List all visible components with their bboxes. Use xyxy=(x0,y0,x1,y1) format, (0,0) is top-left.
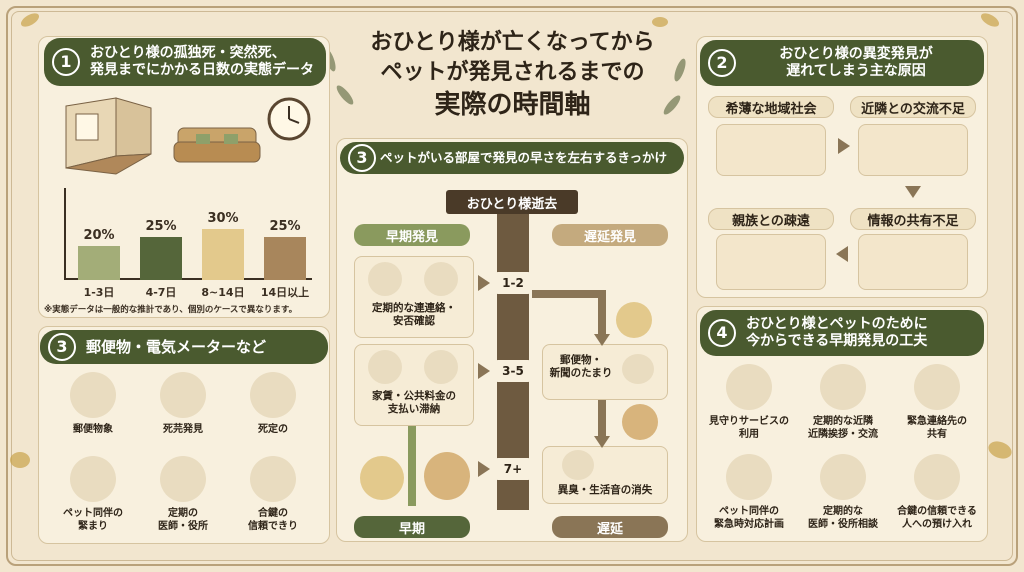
phone-icon xyxy=(368,262,402,296)
outer-frame xyxy=(6,6,1018,566)
map-icon xyxy=(726,454,772,500)
nose-icon xyxy=(562,450,594,480)
call-icon xyxy=(424,262,458,296)
camera-icon xyxy=(726,364,772,410)
cause-label: 情報の共有不足 xyxy=(850,208,976,230)
checklist-icon xyxy=(914,364,960,410)
panel-4-number: 4 xyxy=(708,319,736,347)
chart-x-label: 14日以上 xyxy=(260,286,310,299)
sofa-icon xyxy=(173,127,261,163)
death-label: おひとり様逝去 xyxy=(446,190,578,214)
chart-bar xyxy=(264,237,306,280)
chart-value-label: 25% xyxy=(269,219,301,234)
arrow-down-icon xyxy=(594,334,610,346)
main-title: おひとり様が亡くなってから ペットが発見されるまでの 実際の時間軸 xyxy=(370,30,655,120)
panel-3b-item-label: 定期の 医師・役所 xyxy=(158,508,208,532)
panel-3b-item-label: 合鍵の 信頼できり xyxy=(248,508,298,532)
handshake-icon xyxy=(820,364,866,410)
day-marker: 1-2 xyxy=(494,272,532,294)
chart-bar xyxy=(78,246,120,280)
panel-3b-number: 3 xyxy=(48,333,76,361)
panel-3b-item-label: ペット同伴の 緊まり xyxy=(63,508,123,532)
room-illustration-icon xyxy=(65,97,152,175)
early-discovery-label: 早期発見 xyxy=(354,224,470,246)
late-trigger-label: 郵便物・ 新聞のたまり xyxy=(549,354,613,380)
late-flow-down xyxy=(598,290,606,336)
chart-x-label: 8~14日 xyxy=(201,286,245,299)
early-flow-down xyxy=(408,426,416,506)
early-trigger-label: 定期的な連連絡・ 安否確認 xyxy=(372,302,456,328)
day-marker: 7+ xyxy=(494,458,532,480)
mailbox-icon xyxy=(622,354,654,384)
panel-2-header: 2 おひとり様の異変発見が遅れてしまう主な原因 xyxy=(700,40,984,86)
tip-label: 緊急連絡先の 共有 xyxy=(907,416,967,440)
chart-axis-y xyxy=(64,188,66,280)
panel-3b-item-label: 死定の xyxy=(258,424,288,435)
calendar-icon xyxy=(250,372,296,418)
panel-1-number: 1 xyxy=(52,48,80,76)
lock-icon xyxy=(250,456,296,502)
late-trigger-label: 異臭・生活音の消失 xyxy=(557,484,653,496)
tip-label: 定期的な 医師・役所相談 xyxy=(808,506,878,530)
panel-4-header: 4 おひとり様とペットのために今からできる早期発見の工夫 xyxy=(700,310,984,356)
doctor-icon xyxy=(160,456,206,502)
monitor-cat-icon xyxy=(70,456,116,502)
tip-label: 定期的な近隣 近隣挨拶・交流 xyxy=(808,416,878,440)
arrow-down-icon xyxy=(594,436,610,448)
panel-3b-header: 3 郵便物・電気メーターなど xyxy=(40,330,328,364)
inner-frame xyxy=(11,11,1013,561)
dog-icon xyxy=(622,404,658,440)
key-icon xyxy=(914,454,960,500)
panel-3b-item-label: 郵便物象 xyxy=(73,424,113,435)
arrow-right-icon xyxy=(478,363,490,379)
calendar-icon xyxy=(160,372,206,418)
cause-illustration xyxy=(858,234,968,290)
bottom-early-label: 早期 xyxy=(354,516,470,538)
piggy-bank-icon xyxy=(368,350,402,384)
panel-3b-item-label: 死芫発見 xyxy=(163,424,203,435)
cause-illustration xyxy=(716,234,826,290)
clock-icon xyxy=(267,97,311,141)
tip-label: ペット同伴の 緊急時対応計画 xyxy=(714,506,784,530)
late-flow-down-2 xyxy=(598,400,606,438)
day-marker: 3-5 xyxy=(494,360,532,382)
arrow-down-icon xyxy=(905,186,921,198)
arrow-right-icon xyxy=(478,275,490,291)
cause-illustration xyxy=(858,124,968,176)
tip-label: 見守りサービスの 利用 xyxy=(709,416,789,440)
chart-x-label: 1-3日 xyxy=(83,286,115,299)
panel-3-number: 3 xyxy=(348,144,376,172)
chart-value-label: 25% xyxy=(145,219,177,234)
late-trigger-card xyxy=(542,446,668,504)
chart-value-label: 20% xyxy=(83,228,115,243)
panel-1-header: 1 おひとり様の孤独死・突然死、発見までにかかる日数の実態データ xyxy=(44,38,326,86)
panel-3-header: 3 ペットがいる部屋で発見の早さを左右するきっかけ xyxy=(340,142,684,174)
arrow-right-icon xyxy=(838,138,850,154)
chart-note: ※実態データは一般的な推計であり、個別のケースで異なります。 xyxy=(44,305,298,315)
bottom-late-label: 遅延 xyxy=(552,516,668,538)
chart-x-label: 4-7日 xyxy=(145,286,177,299)
panel-2-number: 2 xyxy=(708,49,736,77)
envelope-icon xyxy=(70,372,116,418)
cause-label: 親族との疎遠 xyxy=(708,208,834,230)
cause-label: 近隣との交流不足 xyxy=(850,96,976,118)
tip-label: 合鍵の信頼できる 人への預け入れ xyxy=(897,506,977,530)
late-flow-line xyxy=(532,290,606,298)
chart-value-label: 30% xyxy=(207,211,239,226)
cause-label: 希薄な地域社会 xyxy=(708,96,834,118)
cause-illustration xyxy=(716,124,826,176)
cat-icon xyxy=(616,302,652,338)
chart-axis-x xyxy=(64,278,312,280)
bar-chart: 20% 1-3日 25% 4-7日 30% 8~14日 25% 14日以上 xyxy=(60,188,314,299)
late-discovery-label: 遅延発見 xyxy=(552,224,668,246)
meter-icon xyxy=(424,350,458,384)
dog-icon xyxy=(424,452,470,500)
early-trigger-label: 家賃・公共料金の 支払い滞納 xyxy=(372,390,456,416)
cat-icon xyxy=(360,456,404,500)
arrow-left-icon xyxy=(836,246,848,262)
chart-bar xyxy=(202,229,244,280)
doctor-icon xyxy=(820,454,866,500)
chart-bar xyxy=(140,237,182,280)
arrow-right-icon xyxy=(478,461,490,477)
